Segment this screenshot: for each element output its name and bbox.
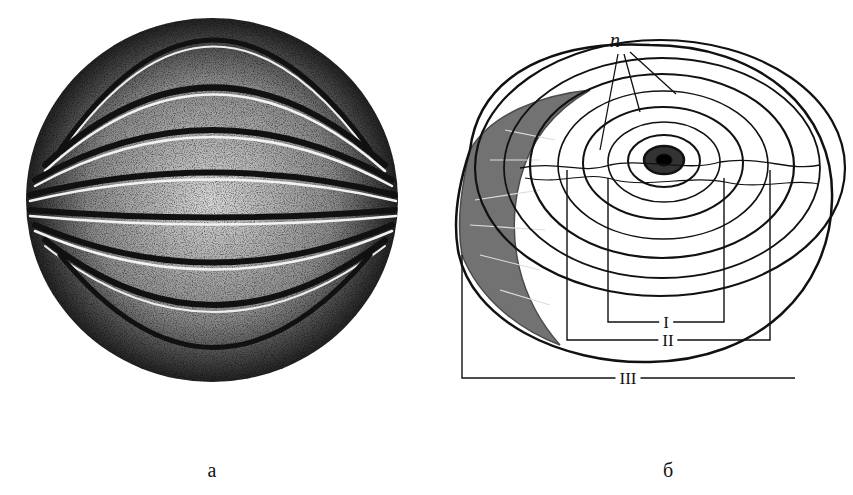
zone-number: II xyxy=(658,331,677,350)
brackets xyxy=(462,170,795,378)
pollen-sphere xyxy=(20,10,410,390)
layer-callout: п xyxy=(610,30,620,50)
panel-letter: а xyxy=(208,460,217,480)
zone-number: III xyxy=(616,369,641,388)
leader-lines xyxy=(600,52,676,150)
layered-section xyxy=(456,40,845,362)
zone-number: I xyxy=(659,313,673,332)
panel-letter: б xyxy=(663,460,673,480)
